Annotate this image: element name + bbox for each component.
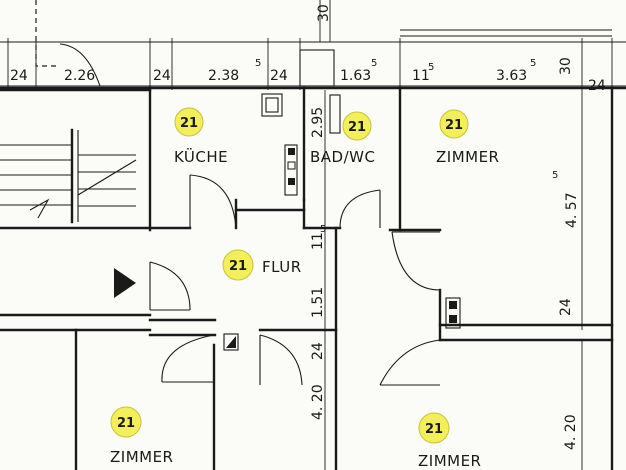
badge-zimmer-top: 21	[439, 109, 469, 139]
dim-2-38: 2.38	[208, 68, 239, 84]
svg-text:21: 21	[348, 120, 366, 135]
dim-30: 30	[558, 57, 574, 75]
dim-3-63: 3.63	[496, 68, 527, 84]
dim-2-26: 2.26	[64, 68, 95, 84]
dim-11-b-sup: 5	[320, 224, 326, 235]
svg-text:21: 21	[180, 116, 198, 131]
dim-24-b: 24	[153, 68, 171, 84]
room-label-zimmer-bottom-right: ZIMMER	[418, 452, 481, 470]
window-dashed	[35, 0, 101, 87]
dim-11-b: 11	[310, 232, 326, 250]
room-label-zimmer-bottom-left: ZIMMER	[110, 448, 173, 466]
room-label-flur: FLUR	[262, 258, 302, 276]
dim-2-38-sup: 5	[255, 58, 261, 69]
dim-1-51: 1.51	[310, 287, 326, 318]
dim-1-63: 1.63	[340, 68, 371, 84]
badge-flur: 21	[222, 249, 254, 281]
badge-kueche: 21	[174, 107, 204, 137]
doors	[149, 174, 441, 386]
dim-3-63-sup: 5	[530, 58, 536, 69]
dim-24-d: 24	[588, 78, 606, 94]
svg-text:21: 21	[229, 259, 247, 274]
dim-4-20-a: 4. 20	[310, 384, 326, 420]
svg-text:21: 21	[117, 416, 135, 431]
entrance-arrow-icon	[114, 268, 136, 298]
dim-24-c: 24	[270, 68, 288, 84]
fixtures	[223, 49, 461, 351]
badge-badwc: 21	[342, 111, 372, 141]
room-label-badwc: BAD/WC	[310, 148, 375, 166]
dim-top-30: 30	[316, 4, 332, 22]
dim-11: 11	[412, 68, 430, 84]
dim-4-20-b: 4. 20	[563, 414, 579, 450]
top-dimension-chain	[0, 0, 626, 90]
badge-zimmer-bottom-right: 21	[418, 412, 450, 444]
dim-1-63-sup: 5	[371, 58, 377, 69]
room-label-kueche: KÜCHE	[174, 147, 228, 166]
dim-24-e: 24	[310, 342, 326, 360]
vertical-dimensions	[324, 90, 583, 470]
dim-24-f: 24	[558, 298, 574, 316]
dim-4-57-sup: 5	[552, 170, 558, 181]
dim-4-57: 4. 57	[564, 192, 580, 228]
staircase	[0, 128, 137, 224]
walls	[0, 86, 626, 470]
dim-11-sup: 5	[428, 62, 434, 73]
window-top	[400, 29, 612, 37]
dim-2-95: 2.95	[310, 107, 326, 138]
room-label-zimmer-top: ZIMMER	[436, 148, 499, 166]
dim-24-a: 24	[10, 68, 28, 84]
svg-text:21: 21	[445, 118, 463, 133]
badge-zimmer-bottom-left: 21	[110, 406, 142, 438]
svg-text:21: 21	[425, 422, 443, 437]
